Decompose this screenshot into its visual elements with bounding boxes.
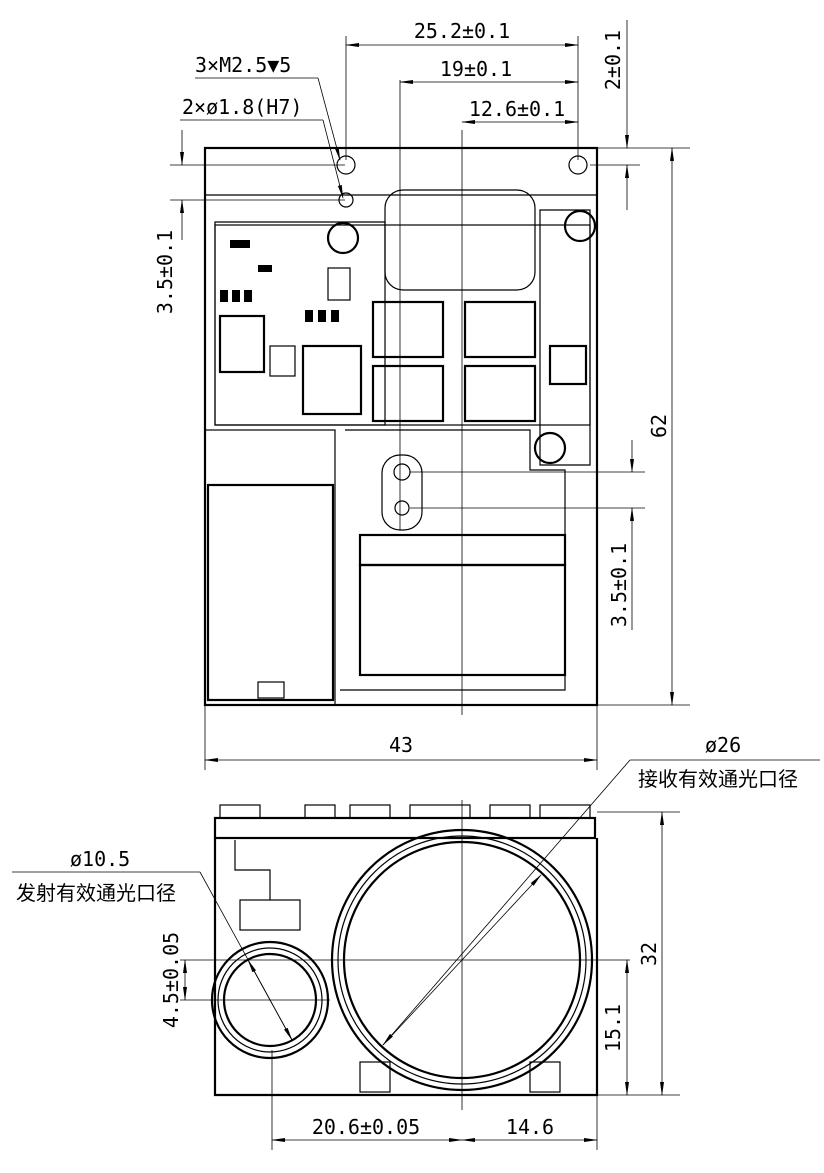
dim-20-6: 20.6±0.05 bbox=[312, 1115, 420, 1139]
dim-14-6: 14.6 bbox=[506, 1115, 554, 1139]
dim-3-5-right: 3.5±0.1 bbox=[607, 543, 631, 627]
laser-module bbox=[206, 483, 335, 702]
top-dimensions: 25.2±0.1 19±0.1 12.6±0.1 2±0.1 3.5±0.1 3… bbox=[153, 19, 690, 770]
dim-15-1: 15.1 bbox=[601, 1004, 625, 1052]
receiver-lens-housing bbox=[384, 189, 536, 291]
callout-threaded-holes: 3×M2.5▼5 bbox=[195, 53, 291, 77]
screw bbox=[533, 431, 567, 465]
dim-3-5-left: 3.5±0.1 bbox=[153, 230, 177, 314]
pcb-edge bbox=[213, 816, 597, 840]
pcb-right bbox=[539, 209, 591, 466]
dim-2: 2±0.1 bbox=[601, 30, 625, 90]
pcb-left bbox=[214, 221, 386, 426]
chip bbox=[371, 364, 445, 423]
chip bbox=[548, 344, 588, 386]
receiver-module bbox=[358, 563, 567, 677]
chip bbox=[371, 300, 445, 359]
callout-tx-label: 发射有效通光口径 bbox=[16, 881, 176, 905]
top-view-outline bbox=[203, 146, 599, 707]
dim-12-6: 12.6±0.1 bbox=[469, 97, 565, 121]
top-view bbox=[203, 80, 599, 715]
chip bbox=[301, 344, 363, 416]
dim-32: 32 bbox=[637, 942, 661, 966]
front-view bbox=[180, 800, 630, 1110]
front-dimensions: 32 15.1 4.5±0.05 20.6±0.05 14.6 ø26 接收有效… bbox=[12, 733, 820, 1150]
dim-4-5: 4.5±0.05 bbox=[159, 932, 183, 1028]
pcb-board bbox=[214, 224, 591, 426]
dim-19: 19±0.1 bbox=[440, 57, 512, 81]
chip bbox=[463, 364, 537, 423]
dim-43: 43 bbox=[389, 733, 413, 757]
dim-25-2: 25.2±0.1 bbox=[414, 19, 510, 43]
screw bbox=[563, 209, 597, 243]
callout-pin-holes: 2×ø1.8(H7) bbox=[182, 95, 302, 119]
callout-rx-diameter: ø26 bbox=[705, 733, 741, 757]
dim-62: 62 bbox=[647, 414, 671, 438]
slot bbox=[381, 454, 423, 531]
screw bbox=[326, 221, 360, 255]
callout-tx-diameter: ø10.5 bbox=[70, 847, 130, 871]
callout-rx-label: 接收有效通光口径 bbox=[638, 767, 798, 791]
front-body-outline bbox=[213, 838, 599, 1097]
chip bbox=[218, 314, 266, 374]
chip bbox=[463, 300, 537, 359]
